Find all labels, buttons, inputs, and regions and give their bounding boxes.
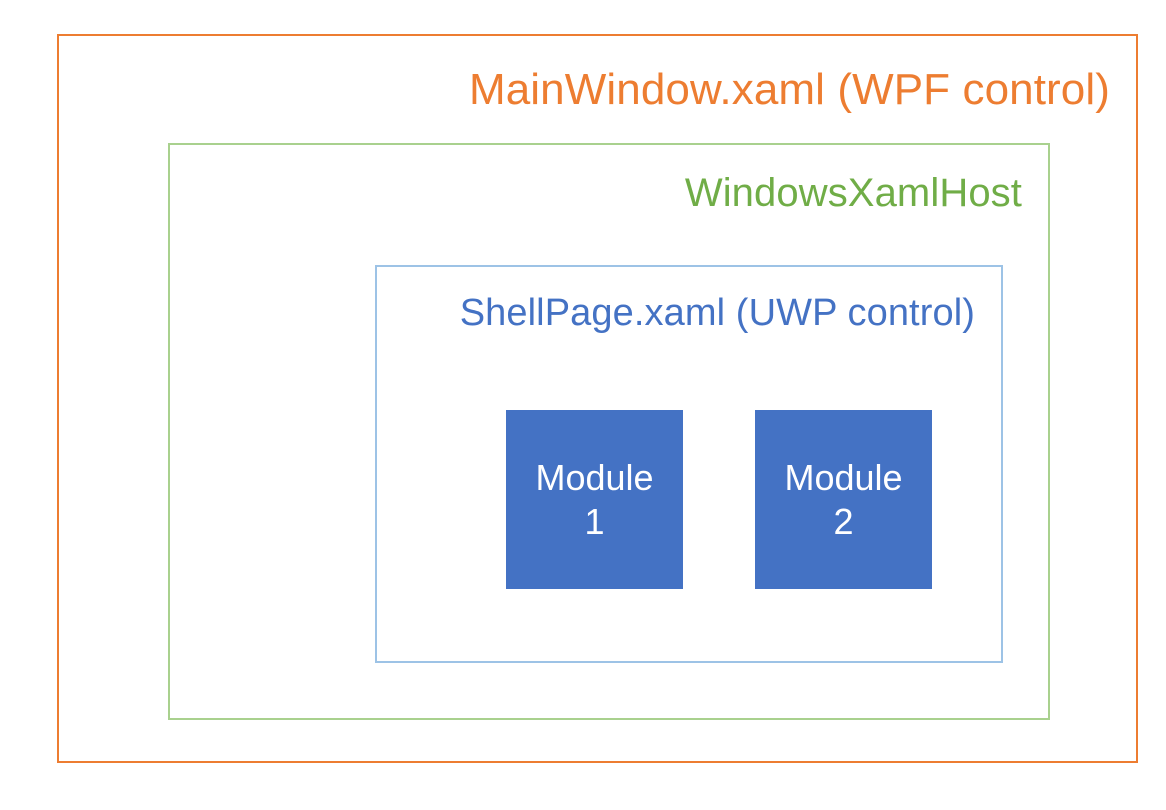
module-box-2: Module 2 — [755, 410, 932, 589]
container-windows-xaml-host: WindowsXamlHost ShellPage.xaml (UWP cont… — [168, 143, 1050, 720]
module-1-number: 1 — [584, 500, 605, 542]
module-2-number: 2 — [833, 500, 854, 542]
container-label-wpf-mainwindow: MainWindow.xaml (WPF control) — [468, 65, 1110, 114]
container-label-uwp-shellpage: ShellPage.xaml (UWP control) — [459, 292, 975, 334]
container-wpf-mainwindow: MainWindow.xaml (WPF control) WindowsXam… — [57, 34, 1138, 763]
module-box-1: Module 1 — [506, 410, 683, 589]
module-2-title: Module — [784, 456, 903, 498]
container-uwp-shellpage: ShellPage.xaml (UWP control) Module 1 Mo… — [375, 265, 1003, 663]
container-label-windows-xaml-host: WindowsXamlHost — [684, 171, 1022, 215]
modules-row: Module 1 Module 2 — [506, 410, 932, 589]
module-1-title: Module — [535, 456, 654, 498]
